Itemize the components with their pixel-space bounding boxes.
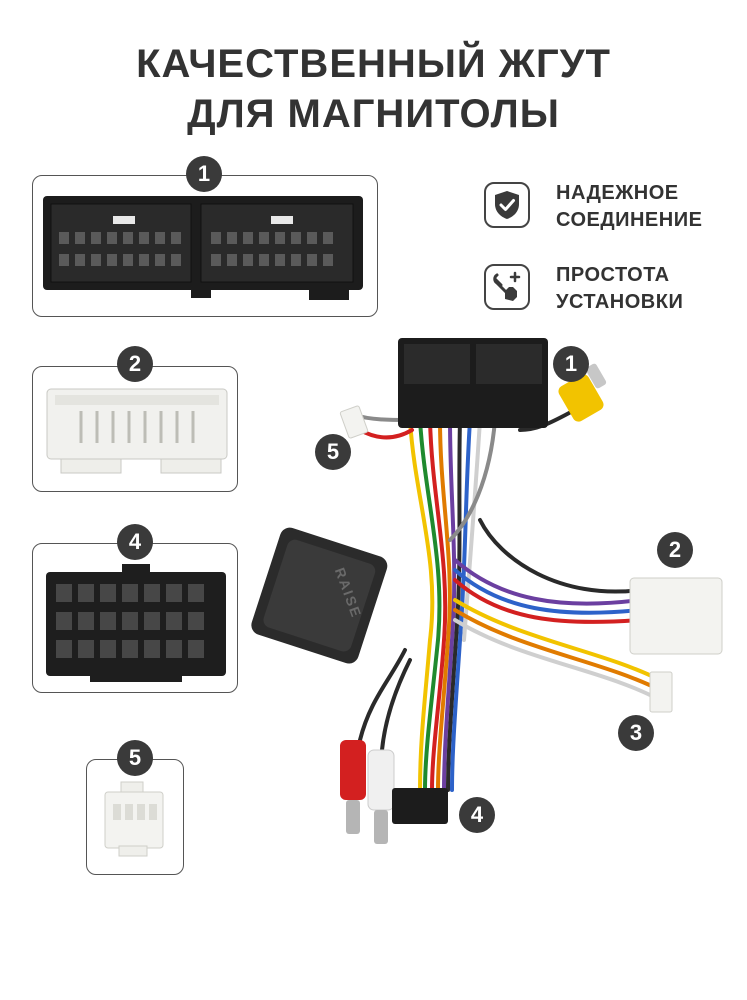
feature-easy-install-text: ПРОСТОТА УСТАНОВКИ (556, 264, 684, 313)
connector-4-image (46, 564, 226, 682)
connector-1-card (32, 175, 378, 317)
connector-5-card (86, 759, 184, 875)
photo-badge-3: 3 (618, 715, 654, 751)
connector-1-badge: 1 (186, 156, 222, 192)
connector-1-image (43, 196, 363, 300)
page-title-line-1: КАЧЕСТВЕННЫЙ ЖГУТ (136, 42, 611, 86)
connector-5-image (104, 781, 164, 857)
connector-4-card (32, 543, 238, 693)
page-title-line-2: ДЛЯ МАГНИТОЛЫ (187, 92, 560, 136)
photo-badge-5: 5 (315, 434, 351, 470)
connector-5-badge: 5 (117, 740, 153, 776)
feature-reliable-text: НАДЕЖНОЕ СОЕДИНЕНИЕ (556, 182, 703, 231)
shield-check-icon (484, 182, 530, 228)
photo-badge-1: 1 (553, 346, 589, 382)
connector-2-badge: 2 (117, 346, 153, 382)
connector-2-card (32, 366, 238, 492)
can-box-label: RAISE (331, 565, 365, 621)
photo-badge-4: 4 (459, 797, 495, 833)
photo-badge-2: 2 (657, 532, 693, 568)
connector-4-badge: 4 (117, 524, 153, 560)
hand-wrench-icon (484, 264, 530, 310)
connector-2-image (46, 388, 228, 474)
